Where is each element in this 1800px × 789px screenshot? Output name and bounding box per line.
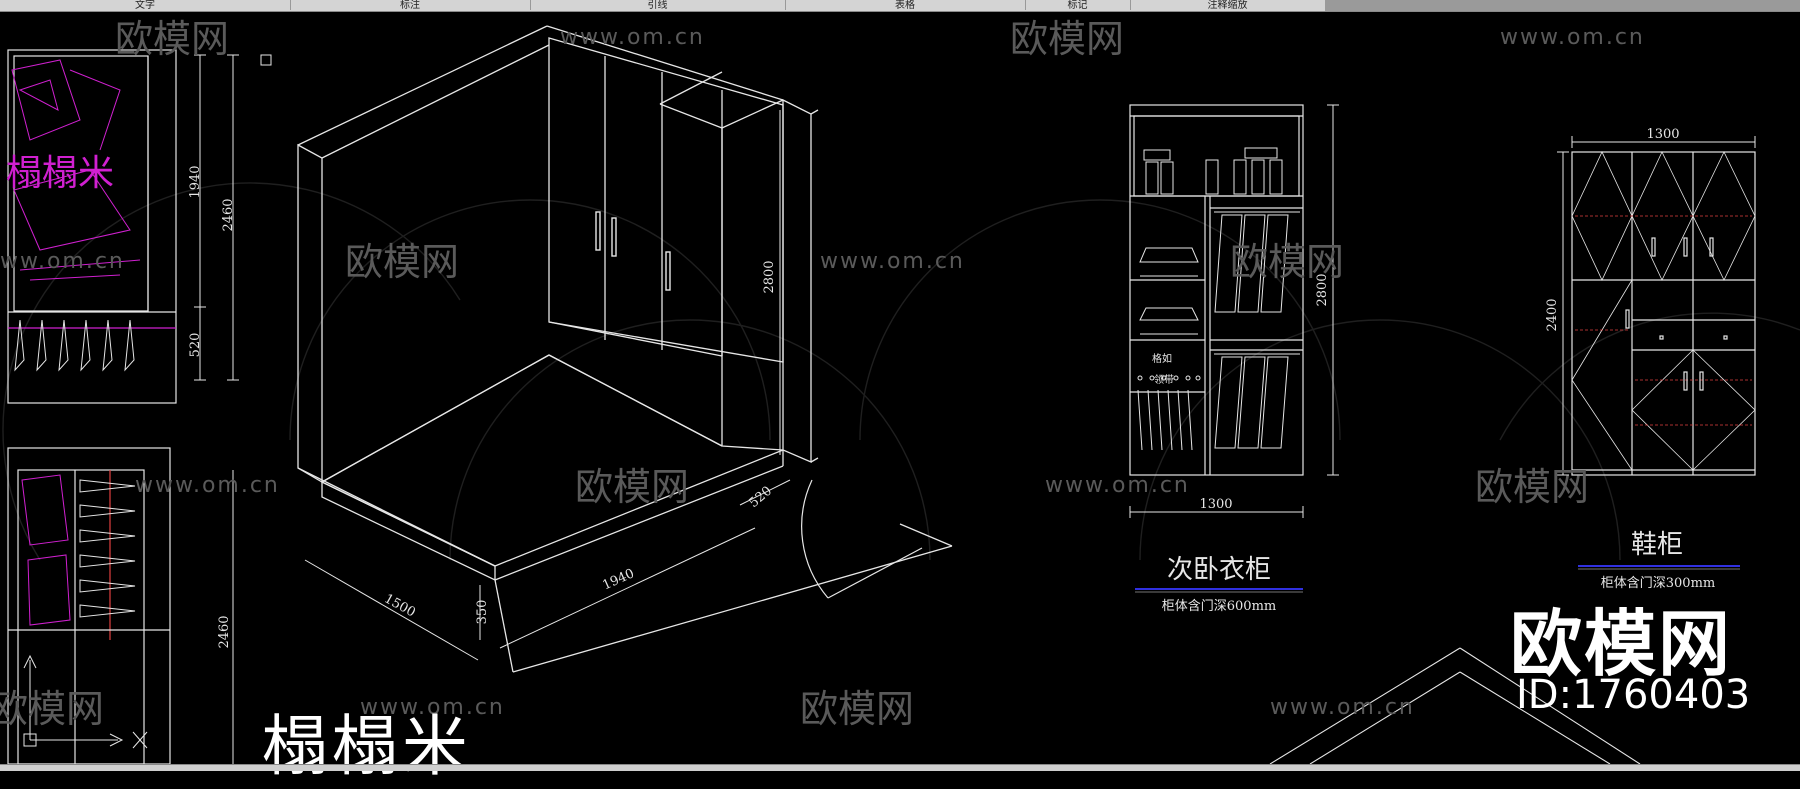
dim-2460-vertical: 2460 <box>221 198 236 231</box>
dim-2800-iso: 2800 <box>762 260 777 293</box>
wardrobe-width-dim: 1300 <box>1199 497 1232 512</box>
watermark-logo-4: 欧模网 <box>1230 240 1344 284</box>
watermark-url-7: www.om.cn <box>360 695 505 720</box>
shoe-cabinet-subtitle: 柜体含门深300mm <box>1601 575 1715 591</box>
watermark-logo-2: 欧模网 <box>1010 17 1124 61</box>
wardrobe-tag-1: 格如 <box>1152 352 1172 365</box>
hanger-row-icon <box>14 319 135 372</box>
watermark-logos: 欧模网 欧模网 欧模网 欧模网 欧模网 欧模网 欧模网 欧模网 <box>0 17 1589 731</box>
dim-520-vertical: 520 <box>188 333 203 358</box>
wardrobe-tag-2: 领带 <box>1154 373 1174 386</box>
folded-clothes-icon <box>1139 247 1199 335</box>
watermark-logo-6: 欧模网 <box>1475 465 1589 509</box>
ucs-axis-icon <box>23 654 148 749</box>
model-tab-bar[interactable] <box>0 764 1800 771</box>
drawing-canvas[interactable]: 榻榻米 1940 2460 520 2460 <box>0 12 1800 764</box>
partial-geometry-bottom-right <box>1269 647 1641 764</box>
watermark-arcs <box>2 182 1800 561</box>
watermark-url-6: www.om.cn <box>1045 473 1190 498</box>
brand-id-label: ID:1760403 <box>1516 672 1751 718</box>
hanging-coats-icon <box>1214 211 1300 449</box>
isometric-handles <box>595 211 671 291</box>
ribbon-section-table[interactable]: 表格 <box>785 0 1026 11</box>
wardrobe-dims <box>1129 104 1339 518</box>
ribbon-section-dimension[interactable]: 标注 <box>290 0 531 11</box>
side-plan-dimensions <box>194 54 272 381</box>
door-swing-arc <box>801 479 923 599</box>
wardrobe-height-dim: 2800 <box>1315 273 1330 306</box>
watermark-url-1: www.om.cn <box>560 25 705 50</box>
side-plan-upper <box>7 49 177 404</box>
side-plan-lower <box>7 447 171 764</box>
wardrobe-subtitle: 柜体含门深600mm <box>1162 598 1276 614</box>
watermark-logo-1: 欧模网 <box>115 17 229 61</box>
isometric-tatami-drawing <box>297 25 953 673</box>
side-plan-label: 榻榻米 <box>6 153 114 194</box>
ribbon-section-text[interactable]: 文字 <box>0 0 291 11</box>
trousers-icon <box>1137 375 1201 451</box>
ribbon-section-annotation-scale[interactable]: 注释缩放 <box>1130 0 1326 11</box>
watermark-urls: www.om.cn www.om.cn www.om.cn www.om.cn … <box>0 25 1645 720</box>
wardrobe-title: 次卧衣柜 <box>1167 555 1271 585</box>
shoe-cabinet-width-dim: 1300 <box>1646 127 1679 142</box>
shoe-cabinet-handles <box>1625 237 1728 391</box>
watermark-logo-7: 欧模网 <box>0 687 104 731</box>
isometric-dim-lines <box>304 110 791 661</box>
watermark-url-4: www.om.cn <box>820 249 965 274</box>
watermark-url-2: www.om.cn <box>1500 25 1645 50</box>
ribbon-section-leader[interactable]: 引线 <box>530 0 786 11</box>
watermark-url-8: www.om.cn <box>1270 695 1415 720</box>
brand-logo-text: 欧模网 <box>1510 602 1733 686</box>
watermark-logo-3: 欧模网 <box>345 240 459 284</box>
lower-hanger-icons <box>79 479 136 618</box>
ribbon-empty-area <box>1325 0 1800 11</box>
watermark-url-5: www.om.cn <box>135 473 280 498</box>
dim-350-iso: 350 <box>475 600 490 625</box>
dim-2460-lower: 2460 <box>217 615 232 648</box>
watermark-logo-5: 欧模网 <box>575 465 689 509</box>
lower-bed-sketch-icon <box>21 474 71 626</box>
ribbon-panel-strip: 文字 标注 引线 表格 标记 注释缩放 <box>0 0 1800 12</box>
main-drawing-title: 榻榻米 <box>262 708 472 785</box>
ribbon-section-markup[interactable]: 标记 <box>1025 0 1131 11</box>
shoe-cabinet-red-lines <box>1575 215 1752 426</box>
dim-1940-vertical: 1940 <box>188 165 203 198</box>
watermark-url-3: www.om.cn <box>0 249 125 274</box>
wardrobe-elevation <box>1129 104 1304 476</box>
wardrobe-bins-icon <box>1143 147 1283 195</box>
shoe-cabinet-height-dim: 2400 <box>1545 298 1560 331</box>
shoe-cabinet-dims <box>1557 136 1756 476</box>
shoe-cabinet-title: 鞋柜 <box>1631 530 1683 560</box>
watermark-logo-8: 欧模网 <box>800 687 914 731</box>
bed-sketch-icon <box>11 59 141 281</box>
